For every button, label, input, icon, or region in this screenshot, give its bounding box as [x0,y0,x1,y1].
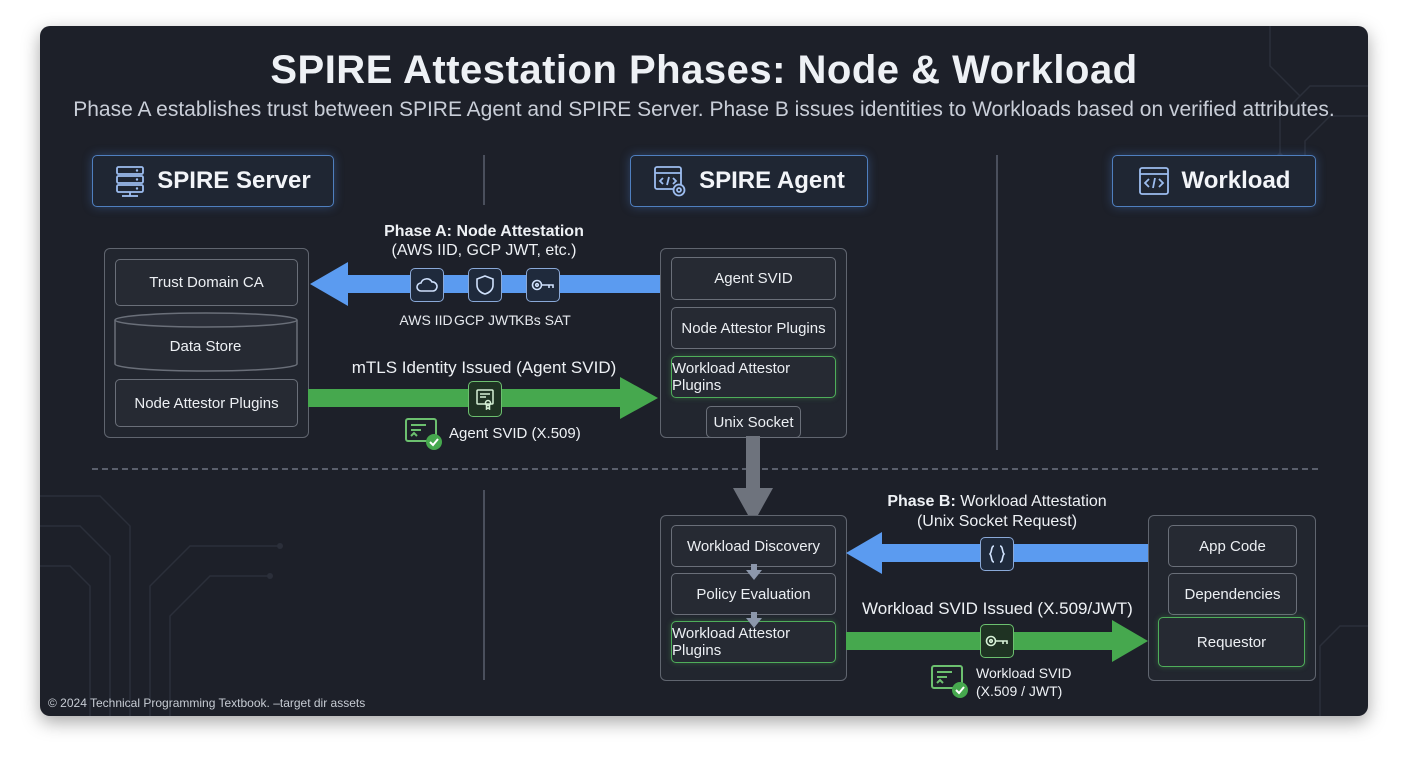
code-window-icon [1138,167,1169,195]
dependencies-box: Dependencies [1168,573,1297,615]
server-node-attestor-box: Node Attestor Plugins [115,379,298,427]
circuit-background [40,26,1368,716]
header-spire-server: SPIRE Server [92,155,334,207]
trust-domain-ca-box: Trust Domain CA [115,259,298,306]
workload-svid-label: Workload SVID [976,665,1072,681]
braces-icon [988,545,1006,563]
workload-key-icon-box [980,624,1014,658]
agent-node-attestor-box: Node Attestor Plugins [671,307,836,349]
policy-evaluation-box: Policy Evaluation [671,573,836,615]
policy-to-attestor-arrow [746,612,762,628]
cloud-icon [416,278,438,292]
footer-copyright: © 2024 Technical Programming Textbook. –… [48,696,366,710]
data-store-label: Data Store [169,338,242,355]
header-server-label: SPIRE Server [157,167,311,194]
requestor-box: Requestor [1158,617,1305,667]
phase-b-title-bold: Phase B: [887,493,956,510]
phase-b-title: Phase B: Workload Attestation [880,493,1114,511]
certificate-icon [476,389,494,410]
document-check-icon [405,418,442,450]
agent-workload-attestor-box: Workload Attestor Plugins [671,356,836,398]
phase-a-subtitle: (AWS IID, GCP JWT, etc.) [391,242,577,259]
workload-svid-format-label: (X.509 / JWT) [976,683,1063,699]
column-divider [996,155,998,450]
key-icon [531,279,554,291]
certificate-icon-box [468,381,502,417]
shield-icon [476,275,494,295]
flow-arrows [746,564,762,628]
phase-a-title: Phase A: Node Attestation [384,223,584,240]
header-workload-label: Workload [1181,167,1291,194]
column-divider [483,155,485,205]
agent-svid-x509-label: Agent SVID (X.509) [449,425,581,442]
kbs-sat-icon-box [526,268,560,302]
phase-b-title-rest: Workload Attestation [955,493,1107,510]
mtls-issued-label: mTLS Identity Issued (Agent SVID) [351,358,617,377]
aws-iid-label: AWS IID [399,312,453,328]
socket-down-arrow [733,436,773,524]
gcp-jwt-icon-box [468,268,502,302]
gcp-jwt-label: GCP JWT [454,312,517,328]
header-spire-agent: SPIRE Agent [630,155,868,207]
key-icon [985,635,1008,647]
column-divider [483,490,485,680]
data-store-cylinder [114,312,298,372]
braces-icon-box [980,537,1014,571]
agent-svid-box: Agent SVID [671,257,836,300]
discovery-to-policy-arrow [746,564,762,580]
phase-b-subtitle: (Unix Socket Request) [916,513,1078,530]
workload-svid-issued-label: Workload SVID Issued (X.509/JWT) [862,599,1133,618]
agent-window-icon [654,166,686,197]
kbs-sat-label: KBs SAT [515,312,571,328]
app-code-box: App Code [1168,525,1297,567]
page-title: SPIRE Attestation Phases: Node & Workloa… [270,48,1138,92]
page-subtitle: Phase A establishes trust between SPIRE … [73,98,1335,121]
header-agent-label: SPIRE Agent [699,167,845,194]
workload-discovery-box: Workload Discovery [671,525,836,567]
agent-workload-attestor-box-2: Workload Attestor Plugins [671,621,836,663]
server-rack-icon [116,166,145,197]
unix-socket-box: Unix Socket [706,406,801,438]
aws-iid-icon-box [410,268,444,302]
phase-separator [92,468,1318,470]
header-workload: Workload [1112,155,1316,207]
workload-document-check-icon [931,665,968,698]
